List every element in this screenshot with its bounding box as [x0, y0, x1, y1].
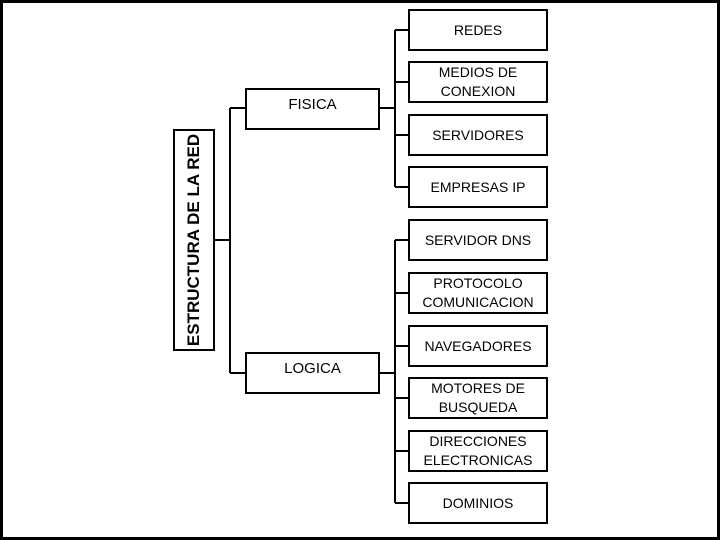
leaf-node-label: EMPRESAS IP — [430, 178, 526, 195]
leaf-node-servidor-dns: SERVIDOR DNS — [408, 219, 548, 261]
leaf-node-redes: REDES — [408, 9, 548, 51]
root-node: ESTRUCTURA DE LA RED — [173, 129, 215, 351]
leaf-node-dominios: DOMINIOS — [408, 482, 548, 524]
leaf-node-label: SERVIDOR DNS — [424, 231, 532, 248]
leaf-node-label: DIRECCIONES ELECTRONICAS — [423, 433, 533, 468]
leaf-node-label: NAVEGADORES — [424, 337, 532, 354]
leaf-node-label: REDES — [453, 21, 503, 38]
leaf-node-navegadores: NAVEGADORES — [408, 325, 548, 367]
leaf-node-label: DOMINIOS — [442, 494, 514, 511]
leaf-node-servidores: SERVIDORES — [408, 114, 548, 156]
leaf-node-protocolo-comunicacion: PROTOCOLO COMUNICACION — [408, 272, 548, 314]
leaf-node-medios-de-conexion: MEDIOS DE CONEXION — [408, 61, 548, 103]
leaf-node-empresas-ip: EMPRESAS IP — [408, 166, 548, 208]
branch-node-label: LOGICA — [284, 360, 341, 377]
leaf-node-direcciones-electronicas: DIRECCIONES ELECTRONICAS — [408, 430, 548, 472]
leaf-node-label: PROTOCOLO COMUNICACION — [422, 275, 534, 310]
leaf-node-label: MOTORES DE BUSQUEDA — [431, 380, 525, 415]
leaf-node-label: SERVIDORES — [432, 126, 524, 143]
root-node-label: ESTRUCTURA DE LA RED — [184, 133, 203, 347]
branch-node-fisica: FISICA — [245, 88, 380, 130]
leaf-node-motores-de-busqueda: MOTORES DE BUSQUEDA — [408, 377, 548, 419]
branch-node-label: FISICA — [288, 96, 337, 113]
branch-node-logica: LOGICA — [245, 352, 380, 394]
leaf-node-label: MEDIOS DE CONEXION — [438, 64, 518, 99]
